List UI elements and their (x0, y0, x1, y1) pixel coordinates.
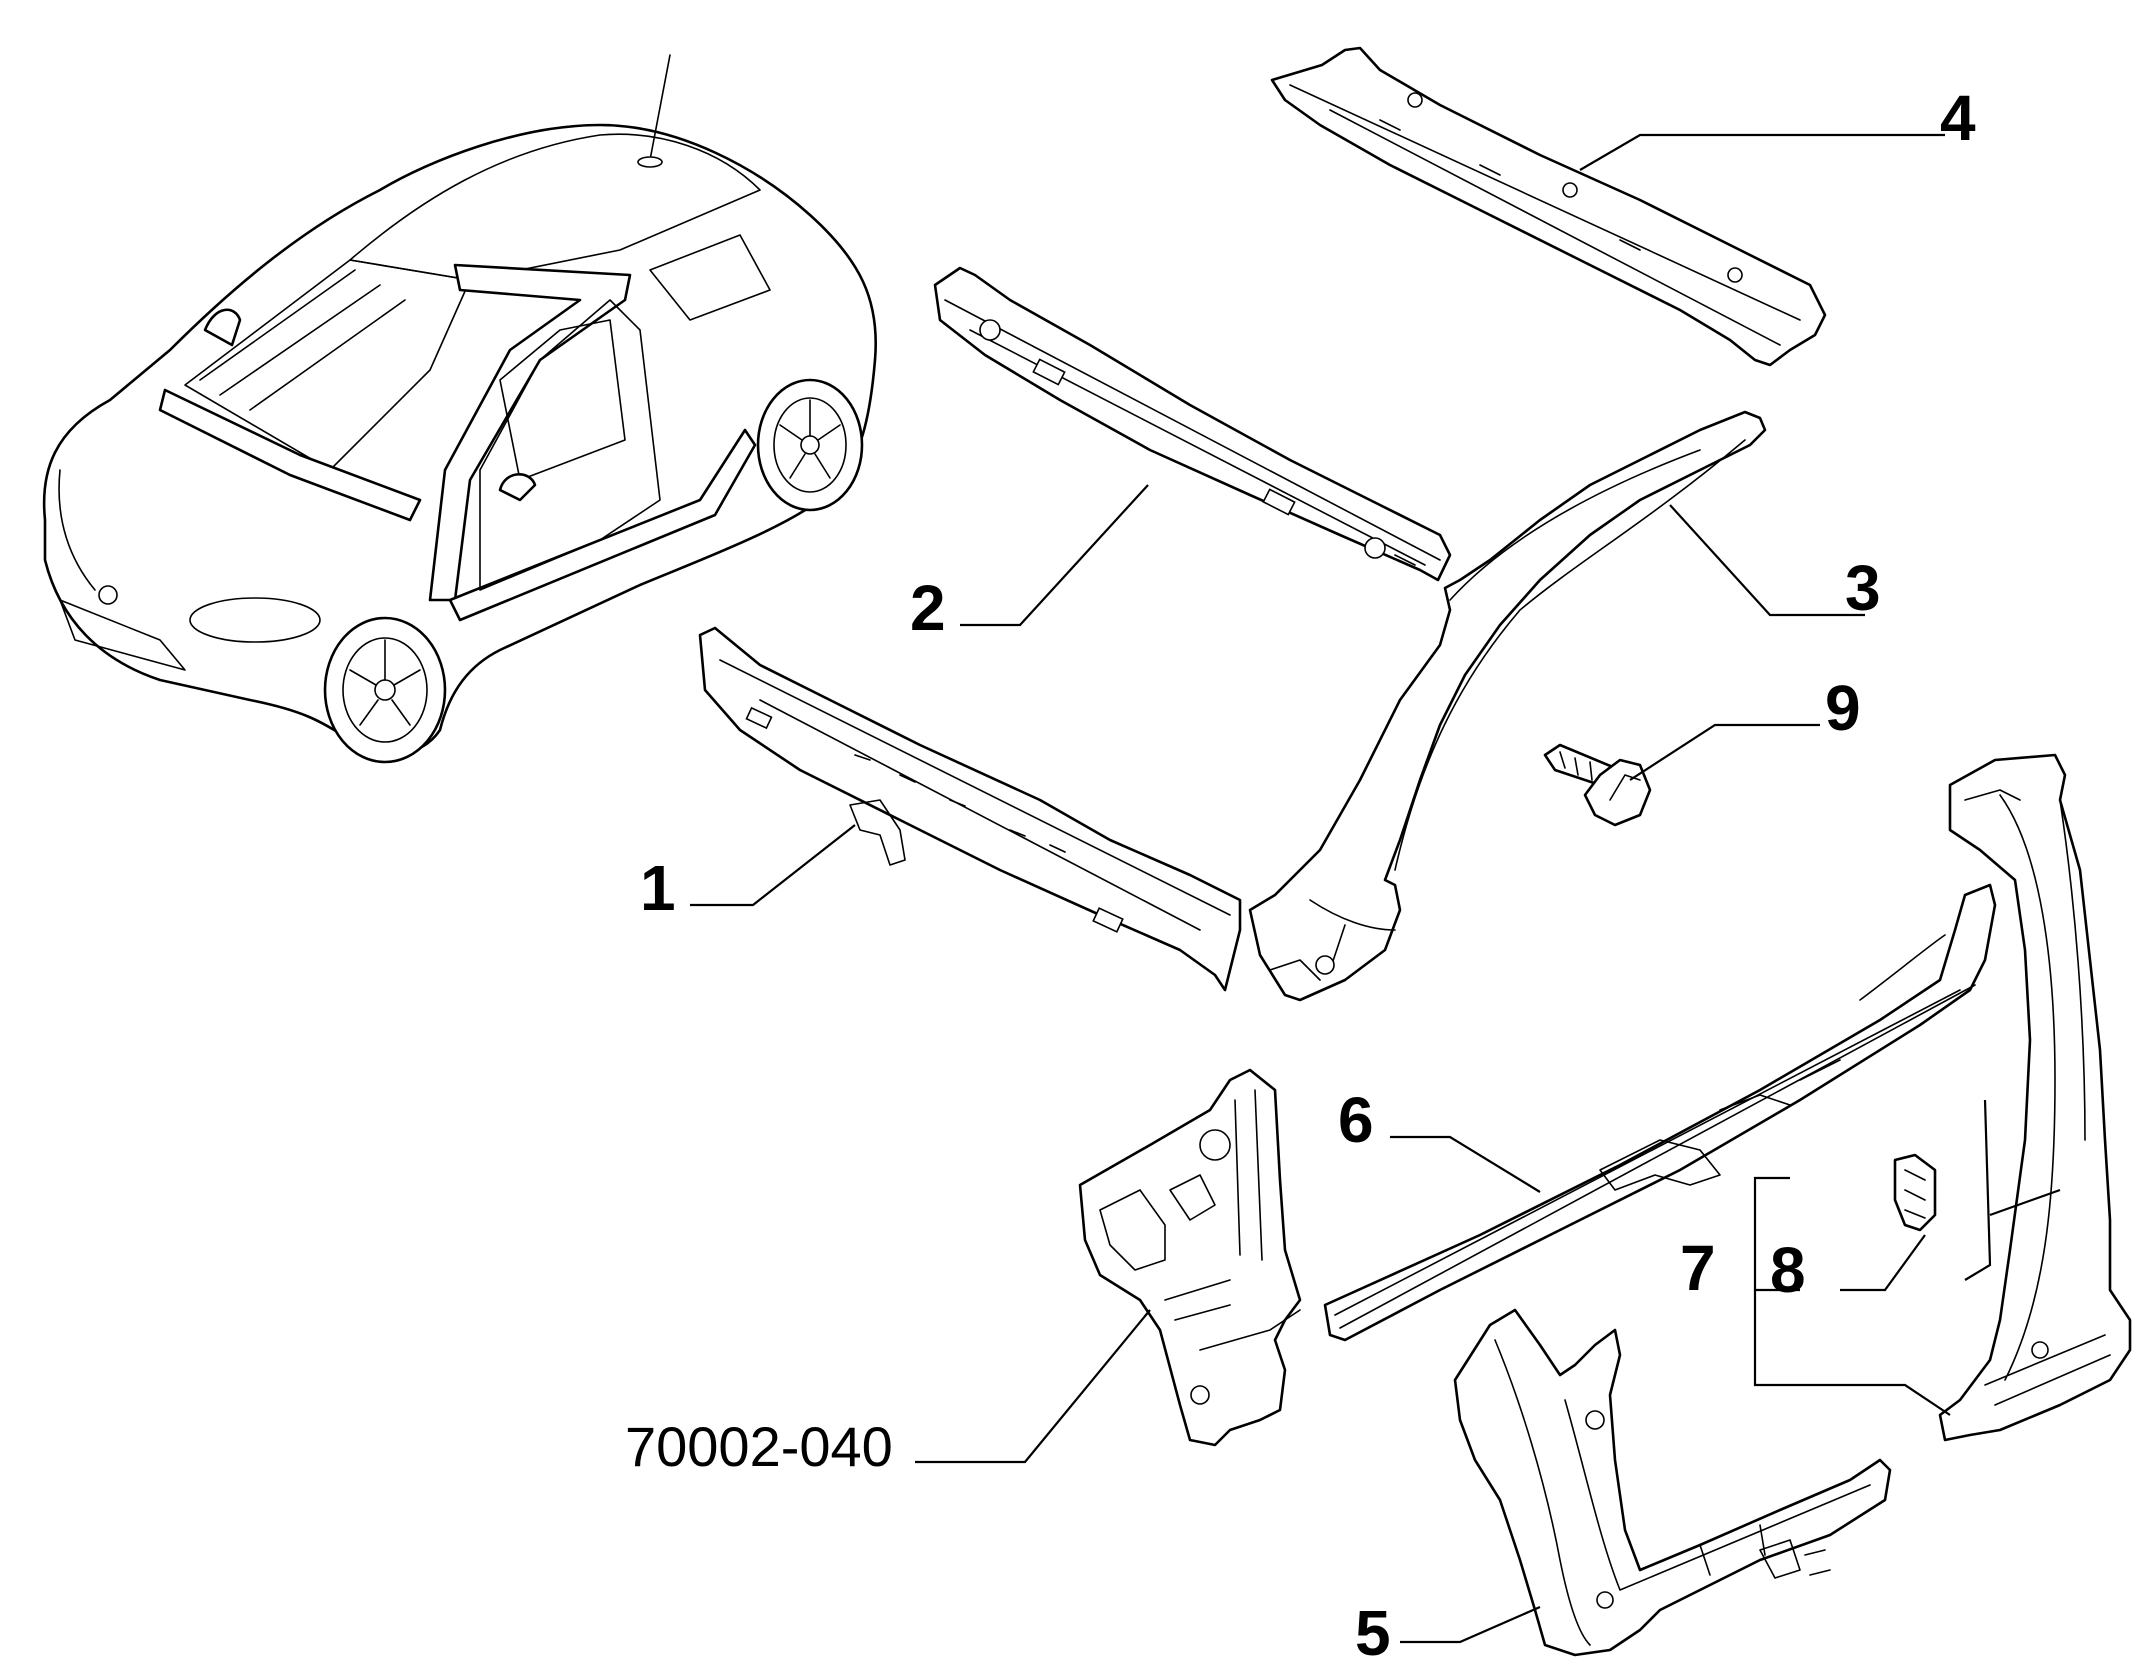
part-5-front-pillar-sill (1453, 1308, 1892, 1657)
leader-6 (1390, 1135, 1541, 1193)
car-roof (349, 133, 761, 281)
car-rear-window (649, 234, 771, 321)
callout-2: 2 (910, 572, 946, 644)
leader-7-pillar (1964, 1099, 2061, 1281)
car-overview-illustration (42, 54, 877, 764)
part-8-bracket (1893, 1153, 1937, 1232)
car-sill-highlight (448, 428, 757, 622)
callout-4: 4 (1940, 82, 1976, 154)
leader-4 (1579, 133, 1945, 171)
car-front-wheel (323, 616, 447, 764)
part-1-dash-crossmember (698, 626, 1242, 992)
leader-9 (1629, 723, 1820, 781)
car-antenna (649, 54, 671, 161)
leader-8 (1840, 1234, 1926, 1292)
part-2-front-roof-crossmember (933, 266, 1452, 582)
car-mirror (203, 308, 242, 347)
car-headlamp-right (189, 597, 321, 643)
callout-9: 9 (1825, 672, 1861, 744)
part-4-rear-roof-crossmember (1270, 46, 1827, 367)
part-3-a-pillar (1248, 410, 1767, 1002)
car-mirror-right (498, 473, 537, 502)
leader-ref (915, 1309, 1151, 1464)
callout-6: 6 (1338, 1084, 1374, 1156)
car-badge (98, 585, 118, 605)
car-a-pillar-highlight (428, 263, 632, 602)
car-door (479, 299, 661, 591)
part-70002-040-inner-pillar (1078, 1068, 1302, 1447)
car-dash-crossmember-highlight (158, 388, 422, 522)
leader-lines (690, 133, 2061, 1644)
leader-7-bracket (1753, 1176, 1951, 1416)
leader-5 (1400, 1605, 1541, 1644)
callout-3: 3 (1845, 552, 1881, 624)
callout-7: 7 (1680, 1232, 1716, 1304)
callout-part-ref: 70002-040 (625, 1415, 893, 1478)
leader-3 (1669, 504, 1865, 617)
part-9-bolt (1543, 743, 1652, 827)
car-grille (59, 599, 186, 671)
callout-labels: 1 2 3 4 5 6 7 8 9 70002-040 (625, 82, 1976, 1669)
callout-5: 5 (1355, 1597, 1391, 1669)
part-6-sill (1323, 883, 1997, 1342)
callout-1: 1 (640, 852, 676, 924)
callout-8: 8 (1770, 1234, 1806, 1306)
car-rear-wheel (756, 378, 864, 512)
leader-1 (690, 824, 856, 907)
part-7-b-pillar (1938, 753, 2132, 1442)
car-headlamp-left (58, 469, 96, 591)
leader-2 (960, 484, 1149, 627)
